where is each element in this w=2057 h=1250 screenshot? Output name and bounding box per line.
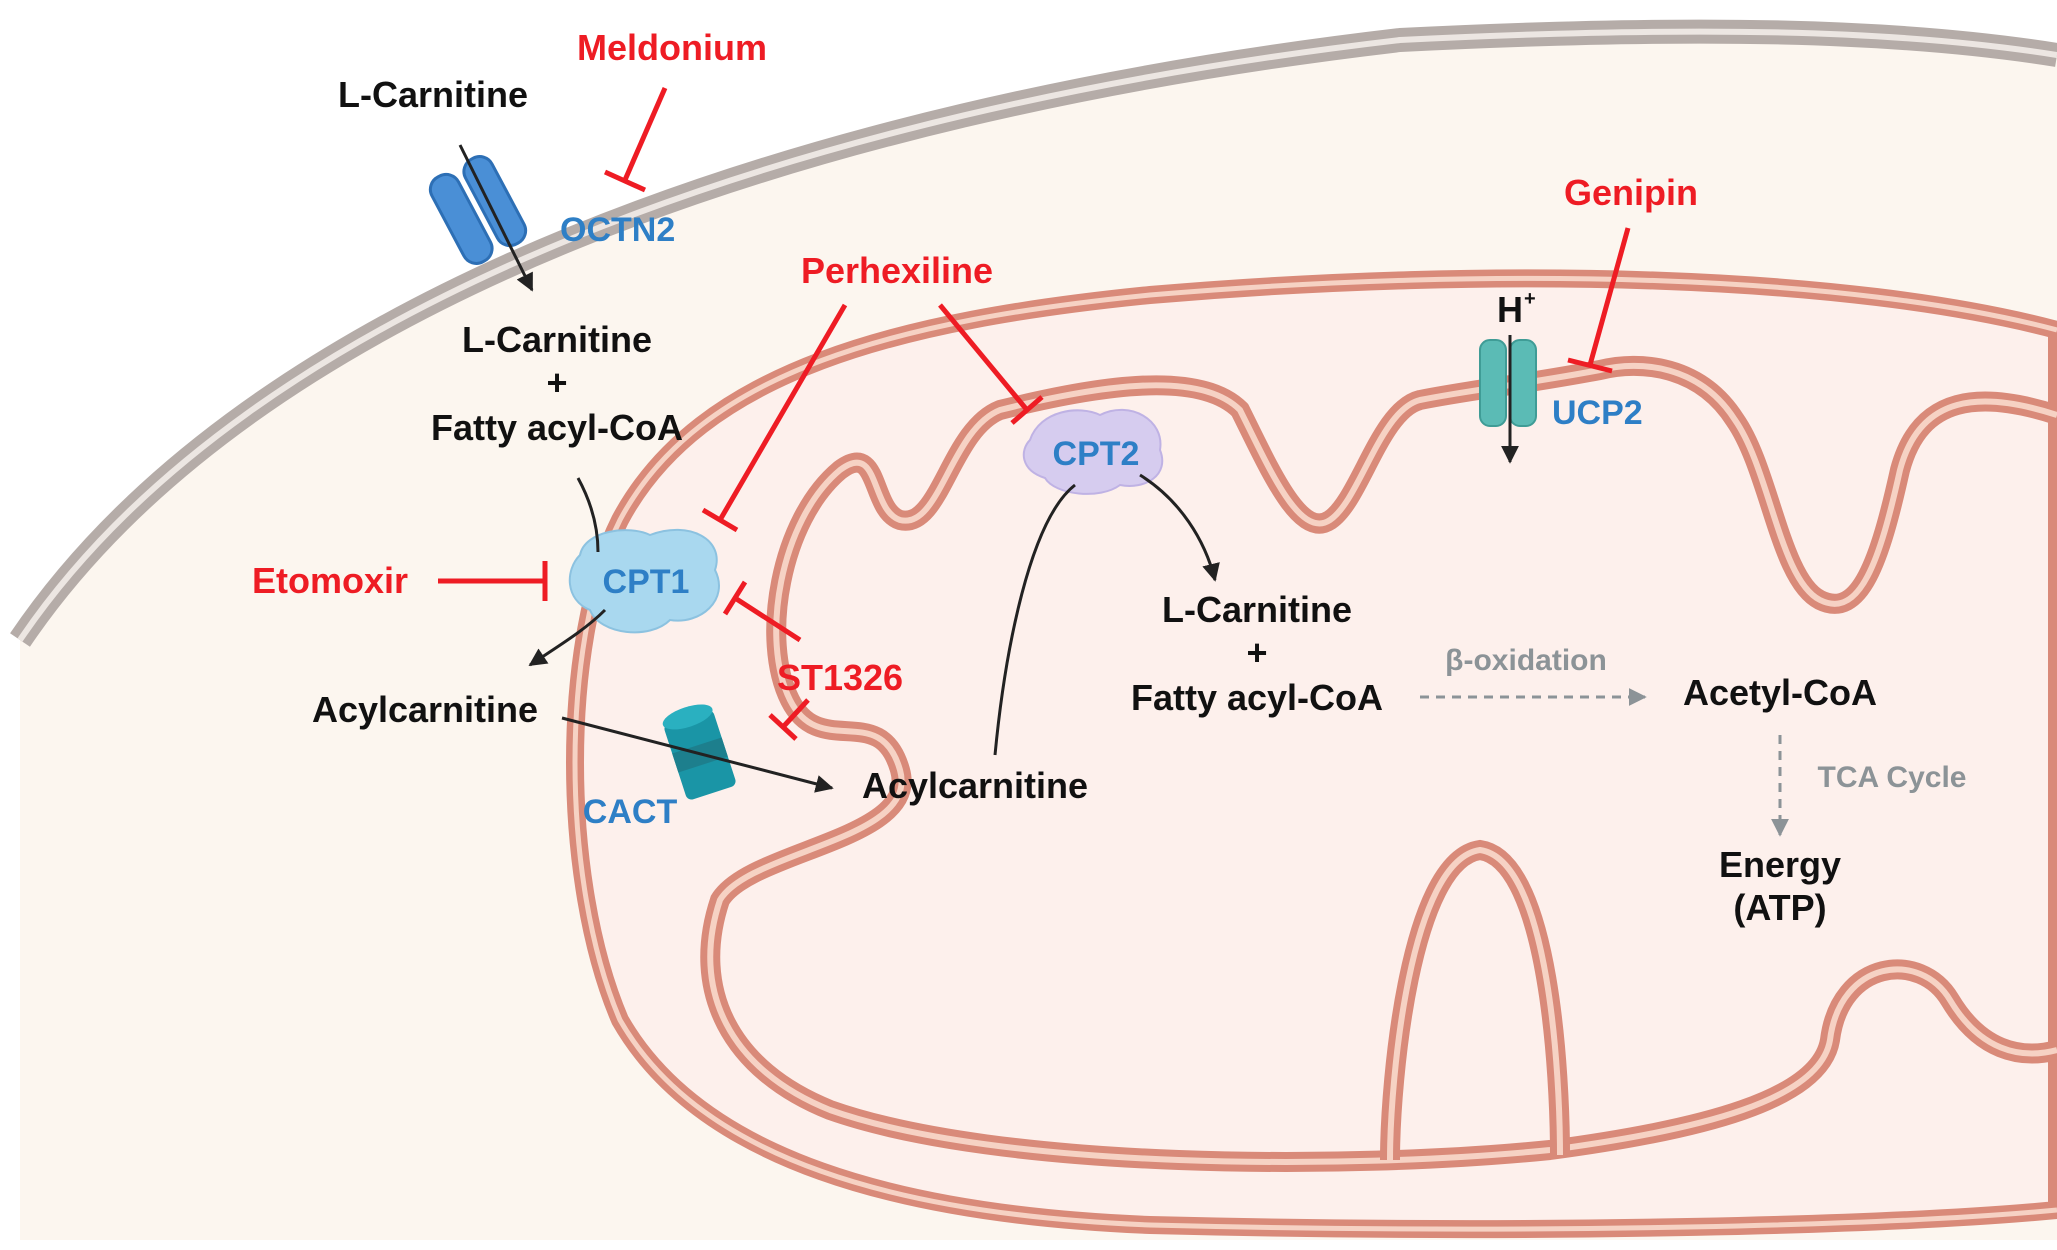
enzyme-blob-icon	[1022, 409, 1164, 495]
fatty-acyl-coa-cytosol-label: Fatty acyl-CoA	[431, 407, 683, 448]
membrane-transporter-icon	[428, 155, 528, 265]
cpt1-input-line	[576, 477, 600, 553]
tca-cycle-label: TCA Cycle	[1818, 761, 1967, 794]
st1326-cpt1-inhibitor	[722, 580, 802, 643]
meldonium-label: Meldonium	[577, 27, 767, 68]
h-plus-superscript: +	[1524, 288, 1536, 310]
acylcarnitine-transport-arrow	[561, 716, 834, 793]
genipin-inhibitor	[1567, 227, 1631, 374]
cpt1-label: CPT1	[603, 563, 690, 601]
energy-label: Energy	[1719, 844, 1841, 885]
cpt2-output-arrow	[1139, 473, 1220, 582]
meldonium-inhibitor	[603, 87, 668, 193]
l-carnitine-matrix-label: L-Carnitine	[1162, 589, 1352, 630]
beta-oxidation-label: β-oxidation	[1445, 644, 1607, 677]
etomoxir-inhibitor	[438, 561, 548, 601]
octn2-label: OCTN2	[560, 211, 675, 249]
l-carnitine-import-arrow	[458, 144, 534, 292]
cpt2-label: CPT2	[1053, 435, 1140, 473]
fatty-acyl-coa-matrix-label: Fatty acyl-CoA	[1131, 677, 1383, 718]
st1326-label: ST1326	[777, 657, 903, 698]
cpt1-output-arrow	[528, 608, 607, 667]
acetyl-coa-label: Acetyl-CoA	[1683, 672, 1877, 713]
perhexiline-label: Perhexiline	[801, 250, 993, 291]
enzyme-blob-icon	[568, 529, 720, 634]
perhexiline-cpt1-inhibitor	[701, 303, 848, 533]
l-carnitine-cytosol-label: L-Carnitine	[462, 319, 652, 360]
h-plus-label: H	[1497, 289, 1523, 330]
etomoxir-label: Etomoxir	[252, 560, 408, 601]
acylcarnitine-cytosol-label: Acylcarnitine	[312, 689, 538, 730]
channel-icon	[1479, 339, 1537, 427]
cpt2-input-line	[993, 483, 1076, 756]
acylcarnitine-matrix-label: Acylcarnitine	[862, 765, 1088, 806]
cact-label: CACT	[583, 793, 678, 831]
atp-label: (ATP)	[1733, 887, 1826, 928]
st1326-cact-inhibitor	[768, 698, 810, 741]
genipin-label: Genipin	[1564, 172, 1698, 213]
plus-cytosol-label: +	[546, 362, 567, 403]
plus-matrix-label: +	[1246, 632, 1267, 673]
ucp2-label: UCP2	[1552, 394, 1643, 432]
l-carnitine-outside-label: L-Carnitine	[338, 74, 528, 115]
perhexiline-cpt2-inhibitor	[938, 303, 1044, 425]
